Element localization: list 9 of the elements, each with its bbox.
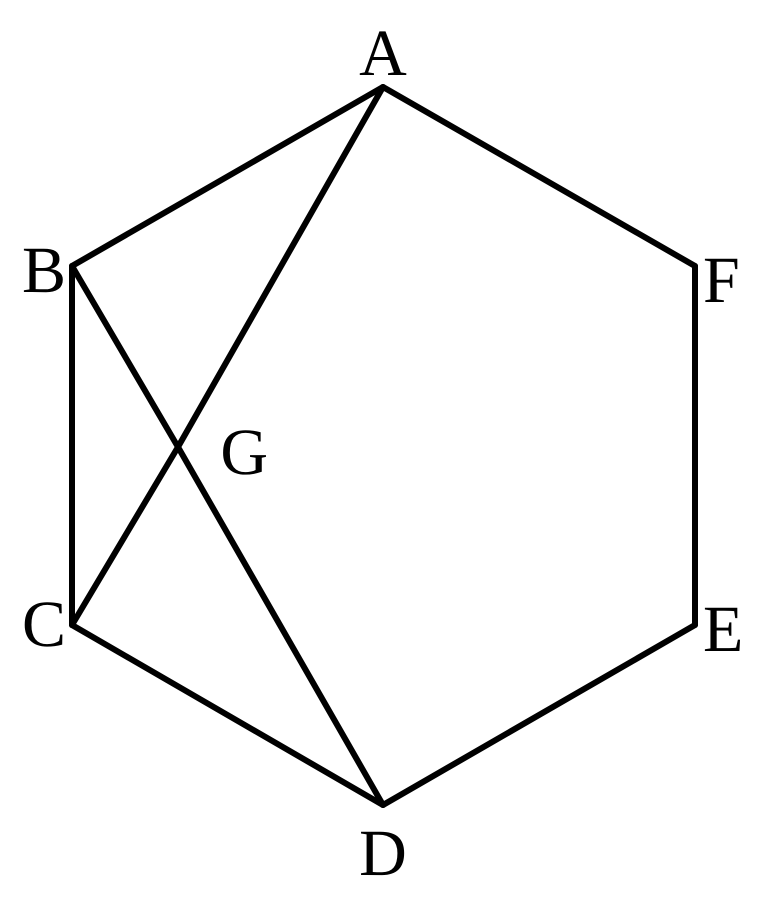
vertex-label: D bbox=[359, 821, 407, 887]
vertex-label: C bbox=[22, 592, 66, 658]
line-segment bbox=[69, 263, 181, 450]
vertex-label: B bbox=[22, 238, 66, 304]
line-segment bbox=[175, 444, 386, 808]
vertex-label: A bbox=[359, 21, 407, 87]
vertex-label: G bbox=[220, 420, 268, 486]
vertex-label: F bbox=[703, 248, 740, 314]
vertex-label: E bbox=[703, 597, 744, 663]
